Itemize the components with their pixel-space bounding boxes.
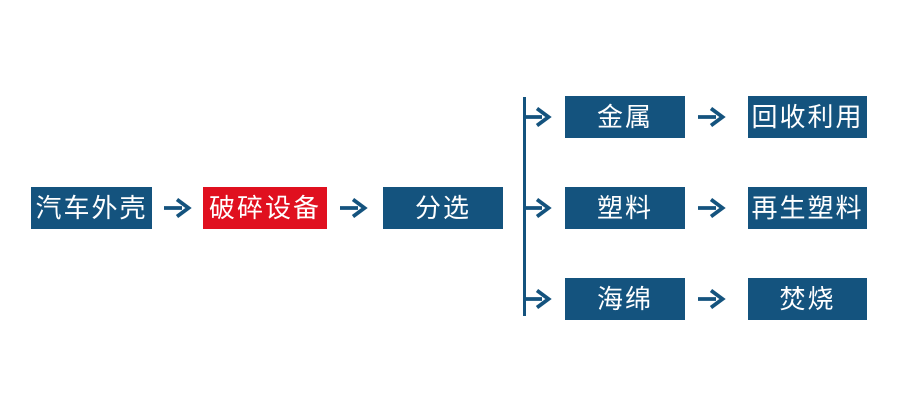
arrow-right-icon [698, 107, 726, 127]
arrow-right-icon [524, 289, 552, 309]
node-material-metal: 金属 [565, 96, 685, 138]
node-car-shell: 汽车外壳 [31, 187, 152, 229]
arrow-right-icon [698, 289, 726, 309]
arrow-right-icon [698, 198, 726, 218]
node-destination-recycle: 回收利用 [748, 96, 867, 138]
node-destination-recycled-plastic: 再生塑料 [748, 187, 867, 229]
node-crushing-equipment: 破碎设备 [203, 187, 327, 229]
arrow-right-icon [340, 198, 368, 218]
node-material-plastic: 塑料 [565, 187, 685, 229]
node-sorting: 分选 [383, 187, 503, 229]
node-material-sponge: 海绵 [565, 278, 685, 320]
arrow-right-icon [164, 198, 192, 218]
arrow-right-icon [524, 198, 552, 218]
arrow-right-icon [524, 107, 552, 127]
node-destination-incineration: 焚烧 [748, 278, 867, 320]
